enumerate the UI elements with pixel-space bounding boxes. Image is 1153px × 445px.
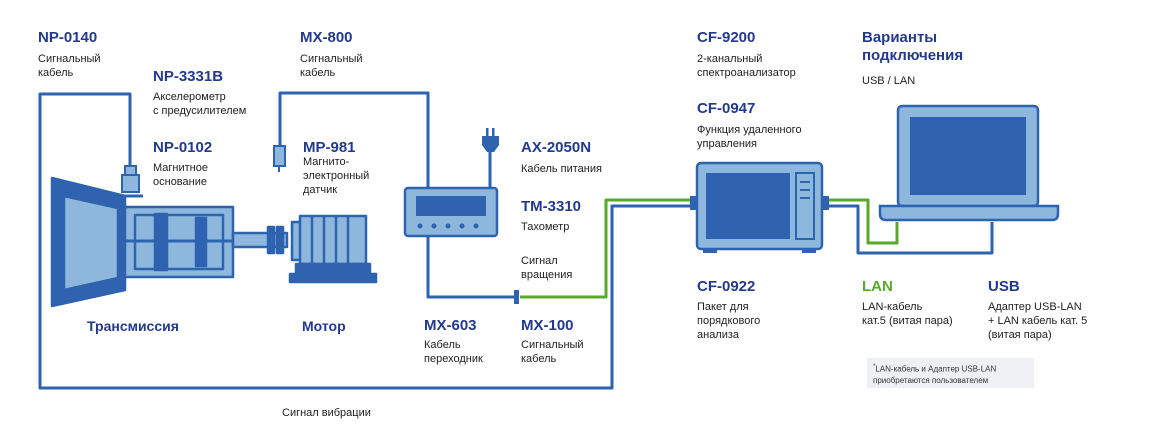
note-text: LAN-кабель и Адаптер USB-LAN приобретают… [873,364,997,385]
cable-connector [514,290,519,304]
mx800-code: MX-800 [300,29,353,46]
vibration-cable [38,92,697,390]
laptop-icon [878,104,1060,222]
mx100-desc: Сигнальный кабель [521,339,584,365]
usb-cable [822,204,994,255]
accelerometer-icon [118,165,143,198]
lan-code: LAN [862,278,893,295]
tachometer-icon [403,186,499,238]
rotation-signal-label: Сигнал вращения [521,255,573,281]
usb-desc: Адаптер USB-LAN + LAN кабель кат. 5 (вит… [988,301,1088,341]
tm3310-code: TM-3310 [521,198,582,215]
np3331b-desc: Акселерометр с предусилителем [153,91,247,117]
mx100-code: MX-100 [521,317,574,334]
cf0922-desc: Пакет для порядкового анализа [697,301,761,341]
spectrum-analyzer-icon [695,161,824,253]
np0102-desc: Магнитное основание [153,162,208,188]
motor-icon [288,214,378,284]
mx800-cable [278,91,430,188]
cf0947-code: CF-0947 [697,100,756,117]
tm3310-desc: Тахометр [521,221,570,233]
mp981-code: MP-981 [303,139,356,156]
np0140-desc: Сигнальный кабель [38,53,101,79]
note-mark: * [873,364,876,370]
connection-options-desc: USB / LAN [862,75,916,87]
purchase-note: *LAN-кабель и Адаптер USB-LAN приобретаю… [867,358,1034,388]
cf9200-code: CF-9200 [697,29,756,46]
mx603-code: MX-603 [424,317,477,334]
connection-options-title: Варианты подключения [862,29,964,64]
mp981-desc: Магнито- электронный датчик [303,156,370,196]
usb-code: USB [988,278,1020,295]
rotation-cable [520,198,697,299]
lan-cable [822,198,899,245]
magnetic-sensor-icon [273,145,286,172]
transmission-icon [50,176,289,308]
transmission-label: Трансмиссия [87,318,179,334]
mx603-cable [426,236,515,299]
ax2050n-desc: Кабель питания [521,163,602,175]
cf9200-desc: 2-канальный спектроанализатор [697,53,796,79]
np0140-code: NP-0140 [38,29,98,46]
cf0947-desc: Функция удаленного управления [697,124,802,150]
vibration-signal-label: Сигнал вибрации [282,407,371,419]
cable-connector [822,196,829,210]
ax2050n-code: AX-2050N [521,139,592,156]
np0102-code: NP-0102 [153,139,213,156]
np3331b-code: NP-3331B [153,68,224,85]
mx800-desc: Сигнальный кабель [300,53,363,79]
cf0922-code: CF-0922 [697,278,756,295]
lan-desc: LAN-кабель кат.5 (витая пара) [862,301,953,327]
motor-label: Мотор [302,318,346,334]
mx603-desc: Кабель переходник [424,339,483,365]
cable-connector [690,196,697,210]
power-plug-icon [482,128,499,152]
